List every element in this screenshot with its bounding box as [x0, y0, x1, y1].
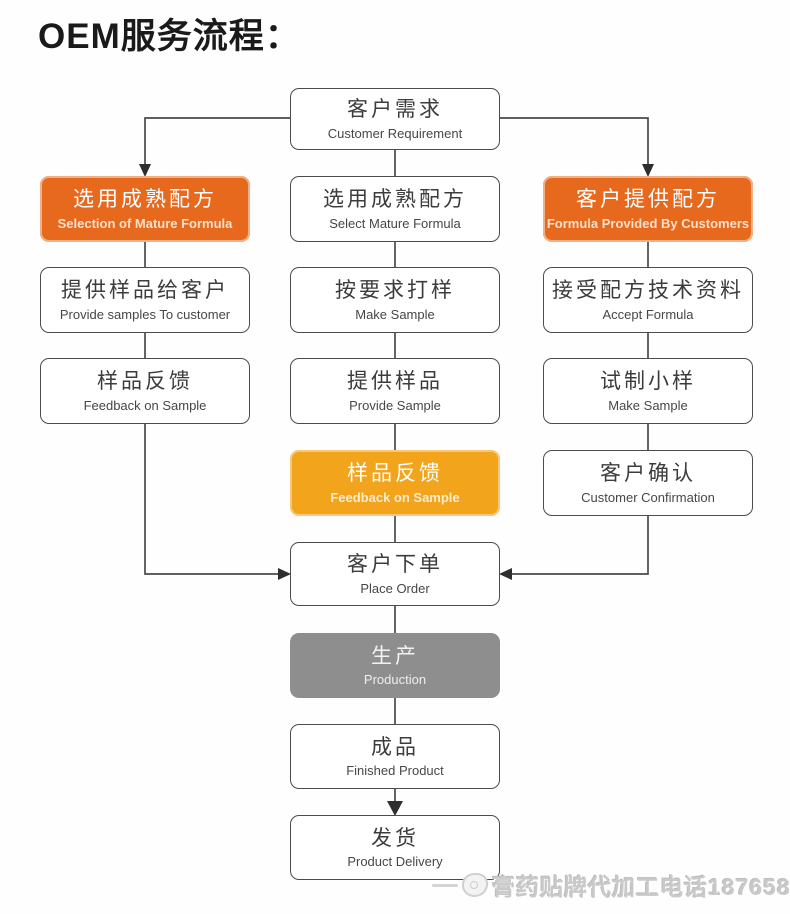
node-title: 客户下单 [347, 553, 443, 577]
node-subtitle: Provide samples To customer [59, 306, 231, 322]
node-title: 生产 [371, 644, 419, 668]
arrowhead-right-branch [642, 164, 654, 177]
watermark: 膏药贴牌代加工电话18765822310 [432, 868, 790, 902]
node-subtitle: Formula Provided By Customers [546, 215, 750, 231]
node-feedback-on-sample-left: 样品反馈 Feedback on Sample [40, 358, 250, 424]
node-subtitle: Feedback on Sample [83, 397, 207, 413]
node-title: 客户确认 [600, 462, 696, 486]
connector-right-to-place-order [511, 516, 649, 575]
node-title: 接受配方技术资料 [552, 279, 744, 303]
node-title: 试制小样 [600, 370, 696, 394]
node-title: 按要求打样 [335, 279, 455, 303]
node-selection-mature-formula: 选用成熟配方 Selection of Mature Formula [40, 176, 250, 242]
node-subtitle: Feedback on Sample [330, 489, 460, 505]
connector-top-to-left-branch [144, 117, 290, 165]
node-subtitle: Provide Sample [349, 397, 441, 413]
node-title: 样品反馈 [347, 462, 443, 486]
watermark-logo-icon [462, 873, 488, 897]
arrowhead-left-branch [139, 164, 151, 177]
arrowhead-into-place-order-right [499, 568, 512, 580]
node-title: 样品反馈 [97, 370, 193, 394]
node-provide-sample: 提供样品 Provide Sample [290, 358, 500, 424]
node-subtitle: Make Sample [608, 397, 688, 413]
watermark-dash [432, 883, 458, 887]
node-customer-requirement: 客户需求 Customer Requirement [290, 88, 500, 150]
node-formula-provided-by-customers: 客户提供配方 Formula Provided By Customers [543, 176, 753, 242]
page-title: OEM服务流程： [38, 17, 301, 56]
node-subtitle: Finished Product [346, 763, 444, 779]
node-subtitle: Accept Formula [602, 306, 694, 322]
watermark-text: 膏药贴牌代加工电话18765822310 [492, 874, 790, 900]
node-production: 生产 Production [290, 633, 500, 698]
node-title: 客户需求 [347, 98, 443, 122]
node-make-sample-on-request: 按要求打样 Make Sample [290, 267, 500, 333]
node-customer-confirmation: 客户确认 Customer Confirmation [543, 450, 753, 516]
node-title: 选用成熟配方 [323, 188, 467, 212]
node-subtitle: Selection of Mature Formula [57, 215, 233, 231]
node-title: 成品 [371, 735, 419, 759]
node-title: 选用成熟配方 [73, 188, 217, 212]
node-title: 提供样品 [347, 370, 443, 394]
node-subtitle: Select Mature Formula [329, 215, 461, 231]
node-subtitle: Make Sample [355, 306, 435, 322]
node-subtitle: Product Delivery [347, 854, 443, 870]
node-title: 客户提供配方 [576, 188, 720, 212]
node-product-delivery: 发货 Product Delivery [290, 815, 500, 880]
node-feedback-on-sample-center: 样品反馈 Feedback on Sample [290, 450, 500, 516]
arrowhead-into-place-order-left [278, 568, 291, 580]
node-subtitle: Production [363, 672, 427, 688]
connector-top-to-right-branch [500, 117, 649, 165]
node-place-order: 客户下单 Place Order [290, 542, 500, 606]
node-subtitle: Customer Confirmation [581, 489, 715, 505]
node-subtitle: Place Order [360, 580, 430, 596]
node-finished-product: 成品 Finished Product [290, 724, 500, 789]
node-subtitle: Customer Requirement [327, 125, 463, 141]
node-accept-formula: 接受配方技术资料 Accept Formula [543, 267, 753, 333]
node-provide-samples-to-customer: 提供样品给客户 Provide samples To customer [40, 267, 250, 333]
arrowhead-finished-to-delivery [387, 801, 403, 816]
node-title: 发货 [371, 826, 419, 850]
node-title: 提供样品给客户 [61, 279, 229, 303]
connector-left-to-place-order [144, 424, 279, 575]
node-make-small-sample: 试制小样 Make Sample [543, 358, 753, 424]
node-select-mature-formula: 选用成熟配方 Select Mature Formula [290, 176, 500, 242]
